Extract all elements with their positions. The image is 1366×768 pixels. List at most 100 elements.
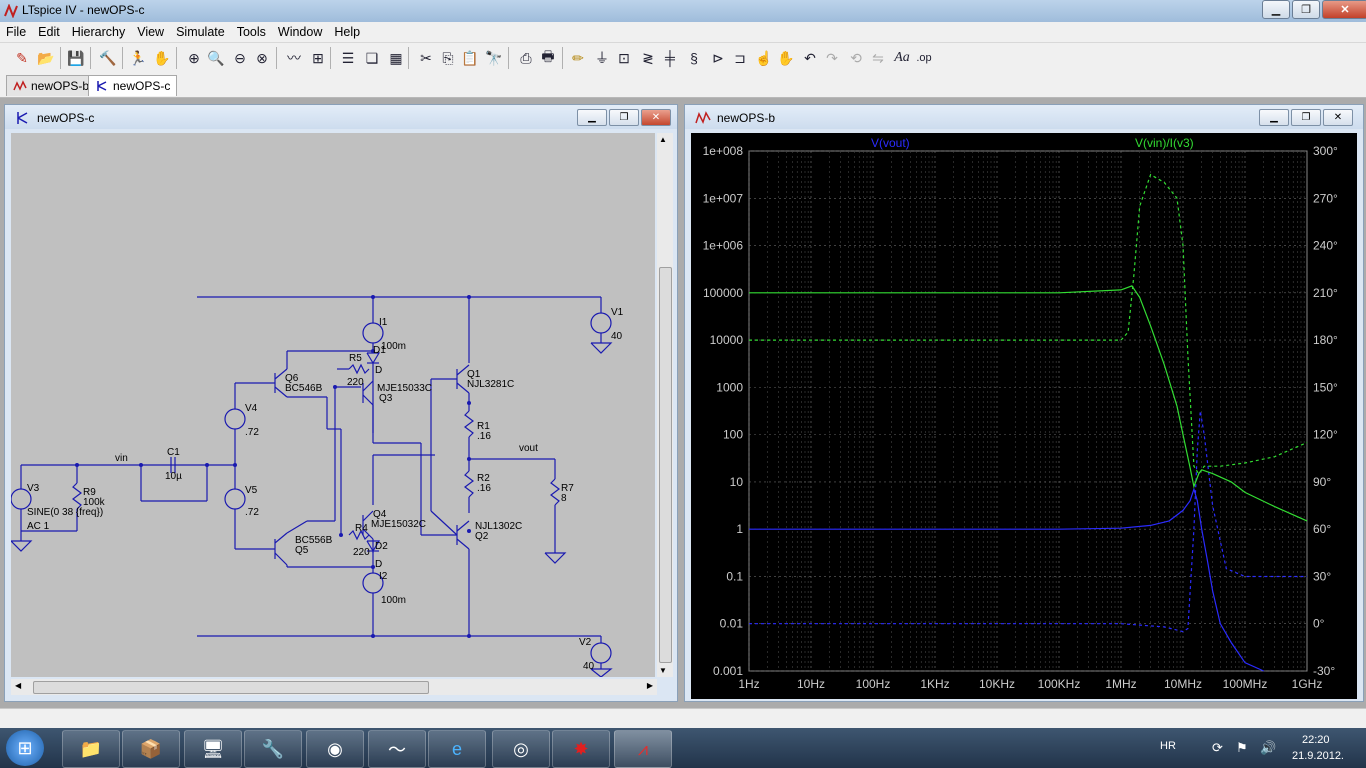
media-taskbar-icon[interactable]: ◎ [492,730,550,768]
menu-edit[interactable]: Edit [38,25,60,39]
label-r7: R7 [561,483,574,494]
inductor-icon[interactable]: § [690,50,698,66]
explorer-taskbar-icon[interactable]: 📁 [62,730,120,768]
pan-hand-icon[interactable]: ✋ [153,49,171,66]
find-icon[interactable]: 🔭 [485,49,503,66]
clock-date[interactable]: 21.9.2012. [1292,750,1344,762]
text-icon[interactable]: Aa [894,50,910,65]
new-schematic-icon[interactable]: ✎ [16,49,28,66]
diode-icon[interactable]: ⊳ [712,49,724,66]
waveform-doc-icon [695,111,711,124]
menu-window[interactable]: Window [277,25,323,39]
tray-refresh-icon[interactable]: ⟳ [1212,740,1223,755]
internet-explorer-taskbar-icon[interactable]: e [428,730,486,768]
draw-wire-icon[interactable]: ✏ [572,49,584,66]
zoom-out-icon[interactable]: ⊖ [234,49,246,66]
cascade-icon[interactable]: ❏ [365,49,379,66]
tool-taskbar-icon[interactable]: 🔧 [244,730,302,768]
label-v3-ac: AC 1 [27,521,50,532]
hscroll-thumb[interactable] [33,681,429,694]
component-icon[interactable]: ⊐ [734,49,746,66]
ltspice-taskbar-icon[interactable]: ⩘ [614,730,672,768]
spice-directive-icon[interactable]: .op [916,52,932,64]
menu-file[interactable]: File [6,25,27,39]
y-tick-label: 1e+008 [703,144,744,158]
drag-icon[interactable]: ✋ [777,49,795,66]
child-restore-button[interactable]: ❐ [609,109,639,126]
move-icon[interactable]: ☝ [755,49,773,66]
label-v2-value: 40 [583,661,595,672]
cut-icon[interactable]: ✂ [420,49,432,66]
label-d2: D2 [375,541,388,552]
close-button[interactable]: ✕ [1322,0,1366,19]
network-icon[interactable]: ⚑ [1236,740,1248,755]
zoom-area-icon[interactable]: 🔍 [207,49,225,66]
menu-simulate[interactable]: Simulate [176,25,225,39]
child-close-button[interactable]: ✕ [641,109,671,126]
clock-time[interactable]: 22:20 [1302,734,1330,746]
label-r1: R1 [477,421,490,432]
autorange-icon[interactable]: ⊞ [312,49,324,66]
schematic-vscrollbar[interactable]: ▲ ▼ [657,133,673,677]
series-line-v-vin-i-v3- [749,285,1308,522]
label-v5: V5 [245,485,258,496]
legend-vin-over-iv3[interactable]: V(vin)/I(v3) [1135,136,1194,150]
undo-icon[interactable]: ↶ [804,49,816,66]
scroll-up-icon[interactable]: ▲ [659,135,667,144]
waveform-icon[interactable]: 〰 [287,50,301,66]
zoom-in-icon[interactable]: ⊕ [188,49,200,66]
y-tick-label: 1e+006 [703,239,744,253]
child-minimize-button[interactable]: ▁ [577,109,607,126]
print-icon[interactable]: 🖶 [541,48,555,64]
antivirus-taskbar-icon[interactable]: ◉ [306,730,364,768]
schematic-hscrollbar[interactable]: ◀ ▶ [11,679,657,695]
capacitor-icon[interactable]: ╪ [665,50,675,66]
x-tick-label: 1GHz [1292,677,1323,691]
menu-view[interactable]: View [137,25,165,39]
child-close-button[interactable]: ✕ [1323,109,1353,126]
resistor-icon[interactable]: ≷ [642,49,654,66]
open-folder-icon[interactable]: 📂 [37,49,55,66]
zoom-fit-icon[interactable]: ⊗ [256,49,268,66]
scroll-right-icon[interactable]: ▶ [646,681,653,690]
tile-horizontal-icon[interactable]: ☰ [341,49,355,66]
y2-tick-label: 270° [1313,191,1338,205]
menu-tools[interactable]: Tools [236,25,266,39]
rotate-icon[interactable]: ⟲ [850,49,862,66]
label-net-icon[interactable]: ⊡ [618,49,630,66]
installer-taskbar-icon[interactable]: 📦 [122,730,180,768]
menu-help[interactable]: Help [334,25,361,39]
control-panel-icon[interactable]: 🔨 [99,49,117,66]
maximize-button[interactable]: ❐ [1292,0,1320,19]
redo-icon[interactable]: ↷ [826,49,838,66]
child-minimize-button[interactable]: ▁ [1259,109,1289,126]
mirror-icon[interactable]: ⇋ [872,49,884,66]
copy-icon[interactable]: ⎘ [442,49,454,66]
label-r5-value: 220 [347,377,364,388]
tab-newops-c[interactable]: newOPS-c [88,75,178,96]
run-icon[interactable]: 🏃 [129,49,147,66]
paint-taskbar-icon[interactable]: ✸ [552,730,610,768]
ground-icon[interactable]: ⏚ [595,50,609,66]
start-button[interactable]: ⊞ [6,730,44,766]
paste-icon[interactable]: 📋 [461,49,479,66]
volume-icon[interactable]: 🔊 [1260,740,1277,755]
vscroll-thumb[interactable] [659,267,672,663]
minimize-button[interactable]: ▁ [1262,0,1290,19]
scroll-down-icon[interactable]: ▼ [659,666,667,675]
scroll-left-icon[interactable]: ◀ [15,681,22,690]
menu-hierarchy[interactable]: Hierarchy [71,25,126,39]
child-restore-button[interactable]: ❐ [1291,109,1321,126]
tile-vertical-icon[interactable]: ▦ [389,49,403,66]
language-indicator[interactable]: HR [1160,740,1176,752]
windows-taskbar: ⊞ 📁 📦 🖥 🔧 ◉ 〜 e ◎ ✸ ⩘ HR ⟳ ⚑ 🔊 22:20 21.… [0,728,1366,768]
y-tick-label: 0.1 [726,569,743,583]
save-icon[interactable]: 💾 [67,49,85,66]
waveform-plot[interactable]: 1e+0081e+0071e+0061000001000010001001010… [691,133,1357,699]
schematic-canvas[interactable]: I1 100m D1 D R5 220 MJE15033C Q3 Q6 BC54… [11,133,655,677]
legend-vout[interactable]: V(vout) [871,136,910,150]
control-panel-taskbar-icon[interactable]: 🖥 [184,730,242,768]
print-setup-icon[interactable]: ⎙ [520,49,532,66]
tab-newops-b[interactable]: newOPS-b [6,75,97,96]
oscilloscope-taskbar-icon[interactable]: 〜 [368,730,426,768]
